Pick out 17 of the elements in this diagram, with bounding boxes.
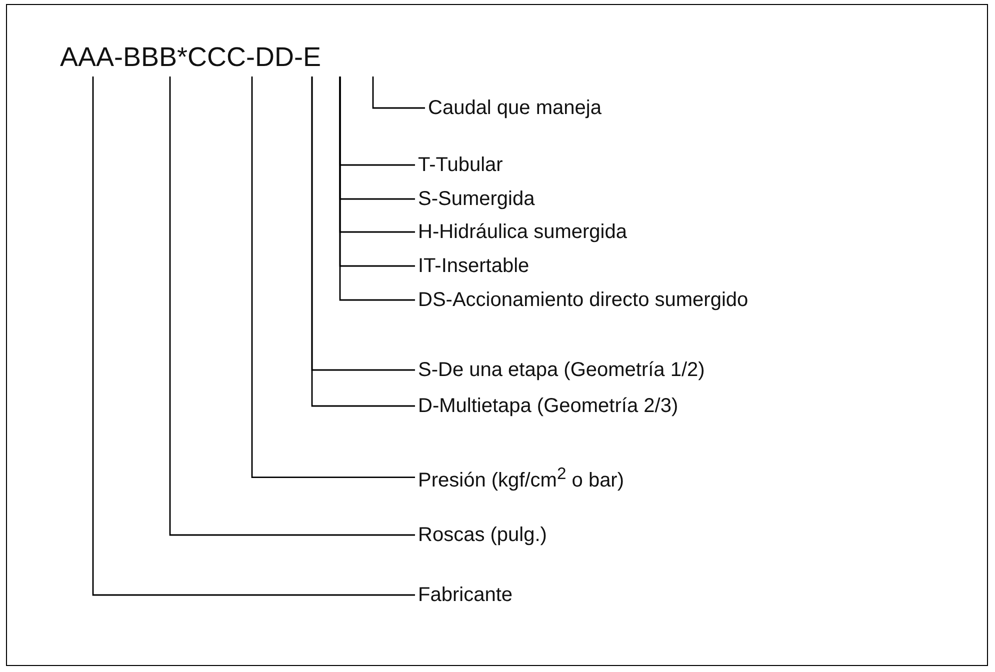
- leader-line: [92, 76, 415, 596]
- code-text: AAA-BBB*CCC-DD-E: [60, 40, 322, 74]
- leader-line: [251, 76, 415, 478]
- code-description: Roscas (pulg.): [418, 521, 547, 549]
- code-description: S-De una etapa (Geometría 1/2): [418, 356, 705, 384]
- code-description: Caudal que maneja: [428, 94, 602, 122]
- leader-line: [169, 76, 415, 536]
- code-description: H-Hidráulica sumergida: [418, 218, 627, 246]
- code-description: Fabricante: [418, 581, 512, 609]
- code-description: DS-Accionamiento directo sumergido: [418, 286, 748, 314]
- code-description: T-Tubular: [418, 151, 503, 179]
- leader-line: [339, 76, 415, 301]
- leader-line: [372, 76, 425, 109]
- code-description: D-Multietapa (Geometría 2/3): [418, 392, 678, 420]
- code-description: IT-Insertable: [418, 252, 530, 280]
- code-description: S-Sumergida: [418, 185, 535, 213]
- code-description: Presión (kgf/cm$^{2}$ o bar): [418, 460, 624, 495]
